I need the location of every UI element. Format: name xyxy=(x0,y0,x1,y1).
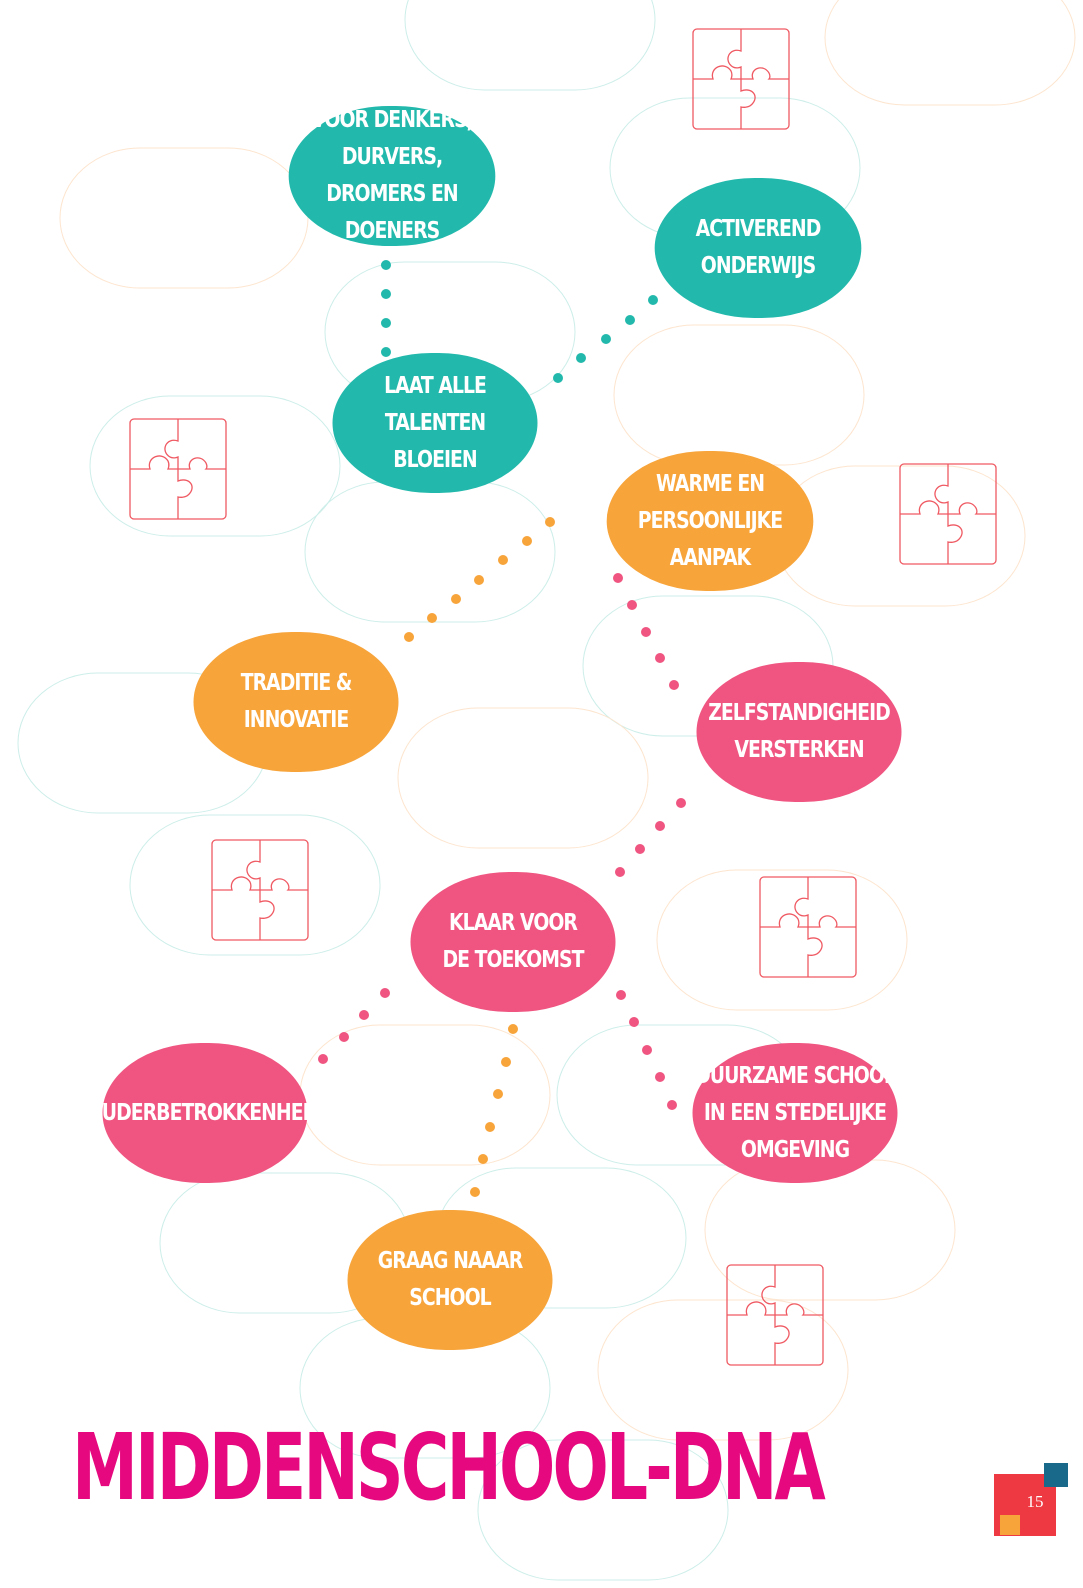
connector-warme-traditie xyxy=(404,517,555,642)
page-number: 15 xyxy=(1026,1492,1044,1511)
puzzle-icon xyxy=(759,876,857,978)
bubble-traditie-innovatie-label: TRADITIE & INNOVATIE xyxy=(240,670,353,733)
connector-activerend-talenten xyxy=(553,295,658,383)
bubble-zelfstandigheid-label: ZELFSTANDIGHEID VERSTERKEN xyxy=(708,700,891,763)
bubble-duurzame-school: DUURZAME SCHOOL IN EEN STEDELIJKE OMGEVI… xyxy=(692,1043,898,1183)
bubble-ouderbetrokkenheid-label: OUDERBETROKKENHEID xyxy=(86,1099,325,1126)
page-number-accent-square xyxy=(1000,1515,1020,1535)
puzzle-icon xyxy=(129,418,227,520)
bubble-graag-naaar-school: GRAAG NAAAR SCHOOL xyxy=(347,1210,553,1350)
bubble-warme-persoonlijke: WARME EN PERSOONLIJKE AANPAK xyxy=(606,451,814,591)
bubble-zelfstandigheid: ZELFSTANDIGHEID VERSTERKEN xyxy=(696,662,902,802)
bubble-activerend-onderwijs: ACTIVEREND ONDERWIJS xyxy=(654,178,862,318)
puzzle-icon xyxy=(211,839,309,941)
bubble-klaar-voor-toekomst-label: KLAAR VOOR DE TOEKOMST xyxy=(442,910,584,973)
bubble-voor-denkers-label: VOOR DENKERS, DURVERS, DROMERS EN DOENER… xyxy=(311,107,474,244)
connector-denkers-talenten xyxy=(381,260,391,357)
connector-toekomst-duurzame xyxy=(616,990,677,1110)
bubble-activerend-onderwijs-label: ACTIVEREND ONDERWIJS xyxy=(695,216,822,279)
connector-toekomst-graag xyxy=(470,992,526,1197)
bubble-traditie-innovatie: TRADITIE & INNOVATIE xyxy=(193,632,399,772)
bubble-laat-alle-talenten: LAAT ALLE TALENTEN BLOEIEN xyxy=(332,353,538,493)
connector-warme-zelfstandigheid xyxy=(613,573,679,690)
bubble-graag-naaar-school-label: GRAAG NAAAR SCHOOL xyxy=(377,1248,524,1311)
puzzle-icon xyxy=(726,1264,824,1366)
bubble-ouderbetrokkenheid: OUDERBETROKKENHEID xyxy=(87,1043,324,1183)
puzzle-icon xyxy=(692,28,790,130)
bubble-klaar-voor-toekomst: KLAAR VOOR DE TOEKOMST xyxy=(410,872,616,1012)
bubble-voor-denkers: VOOR DENKERS, DURVERS, DROMERS EN DOENER… xyxy=(288,106,496,246)
bubble-duurzame-school-label: DUURZAME SCHOOL IN EEN STEDELIJKE OMGEVI… xyxy=(695,1062,896,1163)
page-number-corner-square xyxy=(1044,1463,1068,1487)
bubble-laat-alle-talenten-label: LAAT ALLE TALENTEN BLOEIEN xyxy=(384,372,487,473)
puzzle-icon xyxy=(899,463,997,565)
connector-toekomst-ouder xyxy=(318,988,390,1064)
page-title: MIDDENSCHOOL-DNA xyxy=(72,1414,826,1521)
bubble-warme-persoonlijke-label: WARME EN PERSOONLIJKE AANPAK xyxy=(637,470,783,571)
connector-zelfstandigheid-toekomst xyxy=(615,798,686,877)
